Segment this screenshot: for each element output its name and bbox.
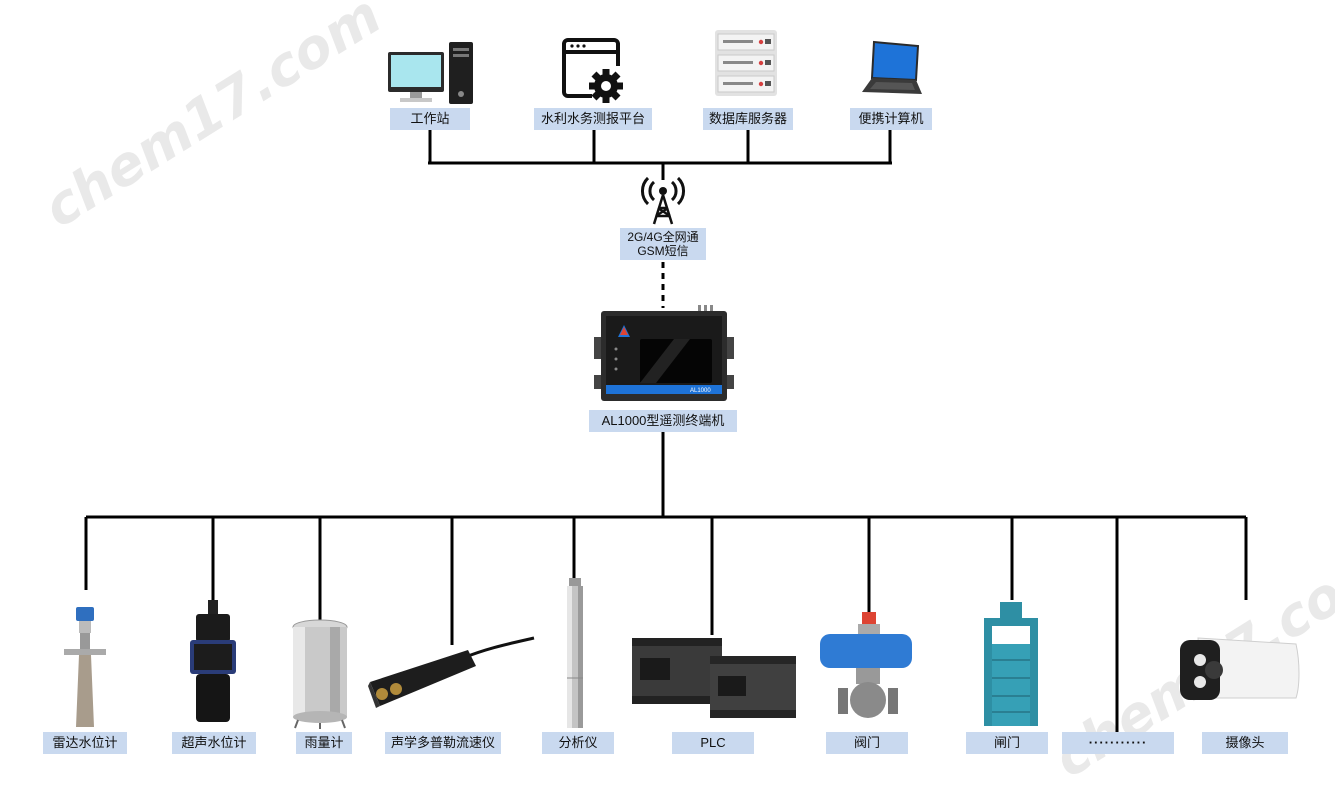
sluice-gate-icon <box>984 602 1038 726</box>
platform-gear-icon <box>562 38 624 104</box>
ultrasonic-level-meter-icon <box>190 600 236 722</box>
label-network-line1: 2G/4G全网通 <box>627 230 699 244</box>
label-plc: PLC <box>672 732 754 754</box>
doppler-flow-meter-icon <box>368 636 535 708</box>
label-database-server: 数据库服务器 <box>703 108 793 130</box>
laptop-icon <box>862 40 922 94</box>
label-network: 2G/4G全网通 GSM短信 <box>620 228 706 260</box>
label-radar-level-meter: 雷达水位计 <box>43 732 127 754</box>
workstation-icon <box>388 42 473 104</box>
label-sluice-gate: 闸门 <box>966 732 1048 754</box>
signal-tower-icon <box>641 176 685 225</box>
label-rain-gauge: 雨量计 <box>296 732 352 754</box>
label-doppler-flow-meter: 声学多普勒流速仪 <box>385 732 501 754</box>
label-camera: 摄像头 <box>1202 732 1288 754</box>
plc-icon <box>632 638 796 718</box>
label-ultrasonic-level-meter: 超声水位计 <box>172 732 256 754</box>
label-more: ··········· <box>1062 732 1174 754</box>
rain-gauge-icon <box>292 619 348 729</box>
label-network-line2: GSM短信 <box>637 244 689 258</box>
rtu-device-text: AL1000 <box>690 388 711 394</box>
rtu-device-icon: AL1000 <box>594 305 734 401</box>
analyzer-probe-icon <box>567 578 583 728</box>
label-laptop: 便携计算机 <box>850 108 932 130</box>
radar-level-meter-icon <box>64 607 106 727</box>
camera-icon <box>1180 637 1300 700</box>
label-terminal: AL1000型遥测终端机 <box>589 410 737 432</box>
label-analyzer: 分析仪 <box>542 732 614 754</box>
label-valve: 阀门 <box>826 732 908 754</box>
database-server-icon <box>715 30 777 96</box>
label-workstation: 工作站 <box>390 108 470 130</box>
label-platform: 水利水务测报平台 <box>534 108 652 130</box>
valve-icon <box>820 612 912 718</box>
connection-lines <box>84 130 1248 733</box>
